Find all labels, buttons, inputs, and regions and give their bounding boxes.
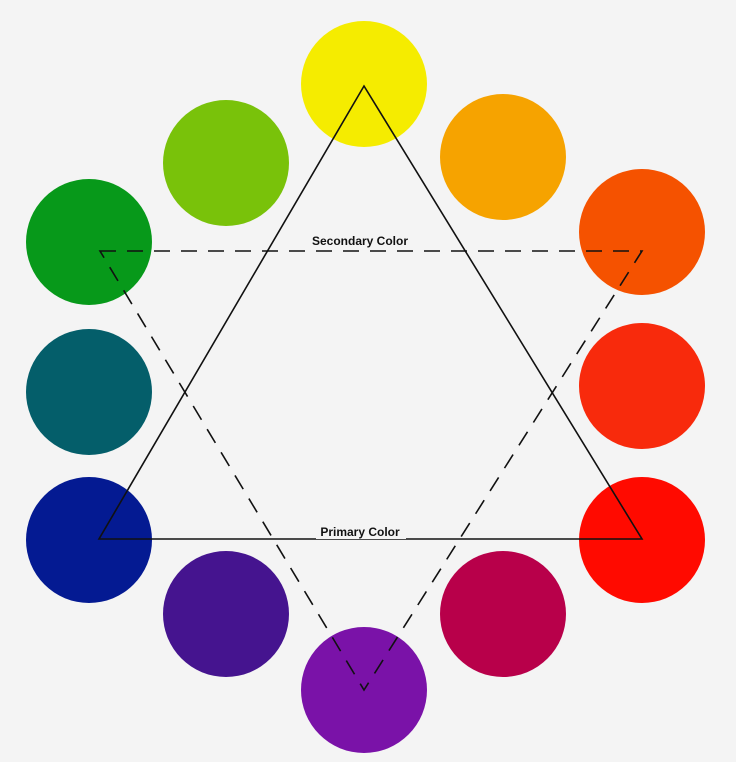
swatch-green xyxy=(26,179,152,305)
swatch-blue-green xyxy=(26,329,152,455)
secondary-label-backing xyxy=(308,232,412,248)
swatch-yellow-green xyxy=(163,100,289,226)
primary-color-label: Primary Color xyxy=(320,525,400,539)
swatch-red-orange xyxy=(579,323,705,449)
swatch-blue-violet xyxy=(163,551,289,677)
swatch-orange xyxy=(579,169,705,295)
secondary-color-label: Secondary Color xyxy=(312,234,408,248)
swatch-red xyxy=(579,477,705,603)
swatch-blue xyxy=(26,477,152,603)
swatch-red-violet xyxy=(440,551,566,677)
swatch-yellow-orange xyxy=(440,94,566,220)
swatch-yellow xyxy=(301,21,427,147)
secondary-triangle xyxy=(98,250,644,692)
primary-label-backing xyxy=(316,525,406,539)
color-swatches xyxy=(26,21,705,753)
